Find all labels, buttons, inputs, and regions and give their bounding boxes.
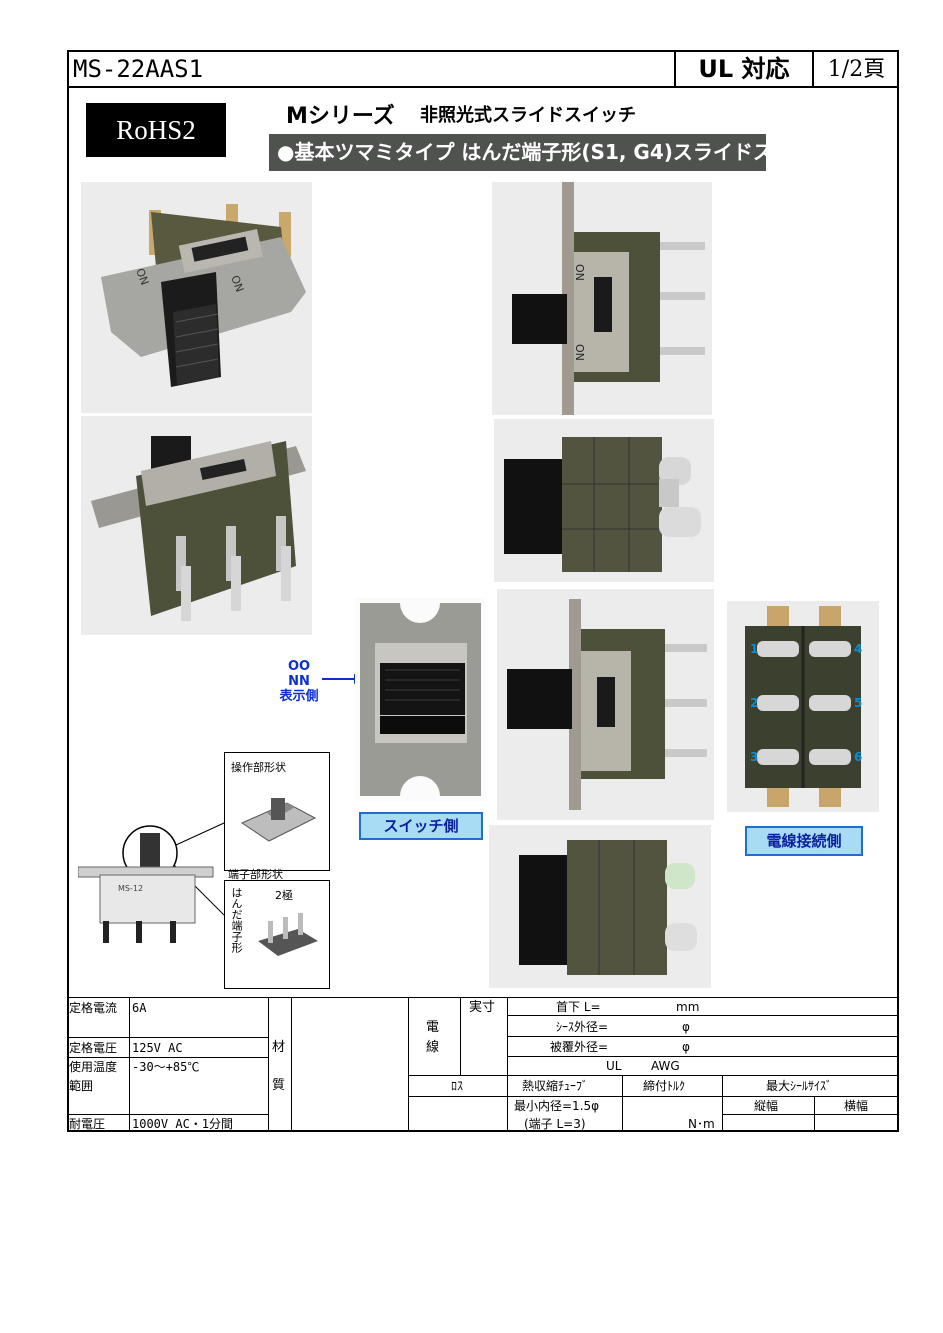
switch-drawing: MS-12: [78, 822, 225, 943]
knob-icon: [240, 798, 317, 842]
awg-label: AWG: [651, 1059, 680, 1073]
min-inner-diameter: 最小内径=1.5φ: [514, 1099, 600, 1113]
terminal-length: (端子 L=3): [524, 1117, 586, 1131]
table-top-border: [67, 997, 899, 998]
operation-shape-label: 操作部形状: [231, 761, 286, 774]
indicator-line-3: 表示側: [279, 689, 319, 704]
svg-text:ON: ON: [228, 274, 246, 294]
solder-terminal-label: はんだ端子形: [230, 887, 243, 953]
pole-count: 2極: [275, 889, 293, 902]
seal-height-label: 縦幅: [754, 1099, 779, 1113]
product-photo-terminal-side: [494, 419, 714, 582]
table-divider: [408, 997, 409, 1132]
table-divider: [722, 1075, 723, 1132]
indicator-line-2: NN: [288, 674, 310, 689]
on-mark: ON: [573, 344, 586, 361]
neck-length-label: 首下 L=: [556, 1000, 601, 1014]
indicator-line-1: OO: [287, 659, 311, 674]
temp-range-value: -30～+85℃: [132, 1060, 200, 1074]
terminal-shape-box: はんだ端子形 2極: [224, 880, 330, 989]
switch-side-label: スイッチ側: [359, 812, 483, 840]
product-photo-switch-side: [355, 598, 486, 801]
terminal-number: 4: [854, 642, 862, 656]
terminal-number: 5: [854, 696, 862, 710]
table-divider: [507, 997, 508, 1132]
rated-current-value: 6A: [132, 1001, 147, 1015]
material-label-2: 質: [272, 1078, 286, 1093]
heat-shrink-label: 熱収縮ﾁｭｰﾌﾞ: [522, 1079, 589, 1093]
document-frame: [67, 50, 899, 1132]
table-row-line: [722, 1114, 899, 1115]
type-banner: ●基本ツマミタイプ はんだ端子形(S1, G4)スライドスイッチ: [269, 134, 833, 171]
operation-shape-box: 操作部形状: [224, 752, 330, 871]
table-row-line: [67, 1037, 268, 1038]
rohs-badge: RoHS2: [86, 103, 226, 157]
terminal-number: 1: [750, 642, 758, 656]
torque-label: 締付ﾄﾙｸ: [643, 1079, 686, 1093]
neck-length-unit: mm: [676, 1000, 700, 1014]
model-number: MS-22AAS1: [73, 55, 204, 83]
wire-label-2: 線: [426, 1040, 440, 1055]
terminal-icon: [258, 913, 318, 956]
indicator-label: OO NN 表示側: [268, 659, 330, 704]
page-number: 1/2頁: [827, 57, 886, 82]
wire-label: 電: [426, 1020, 440, 1035]
material-label: 材: [272, 1040, 286, 1055]
temp-range-label-2: 範囲: [69, 1079, 94, 1093]
temp-range-label: 使用温度: [69, 1060, 118, 1074]
withstand-voltage-label: 耐電圧: [69, 1117, 106, 1131]
table-row-line: [507, 1015, 899, 1016]
table-row-line: [408, 1096, 899, 1097]
rated-voltage-value: 125V AC: [132, 1041, 183, 1055]
table-row-line: [408, 1075, 899, 1076]
withstand-voltage-value: 1000V AC・1分間: [132, 1117, 234, 1131]
table-divider: [622, 1075, 623, 1132]
table-row-line: [507, 1056, 899, 1057]
actual-size-label: 実寸: [469, 1000, 496, 1015]
series-name: Mシリーズ: [286, 104, 395, 129]
coating-od-phi: φ: [682, 1040, 690, 1054]
rated-current-label: 定格電流: [69, 1001, 118, 1015]
ul-compliance: UL 対応: [698, 55, 790, 83]
body-model-text: MS-12: [118, 884, 143, 893]
wire-side-label: 電線接続側: [745, 826, 863, 856]
header-divider: [674, 50, 676, 88]
terminal-number: 6: [854, 750, 862, 764]
terminal-shape-label: 端子部形状: [228, 868, 283, 881]
on-mark: ON: [573, 264, 586, 281]
table-row-line: [507, 1036, 899, 1037]
ul-label: UL: [606, 1059, 622, 1073]
torque-unit: N･m: [688, 1117, 715, 1131]
product-photo-wire-side: 1 4 2 5 3 6: [727, 601, 879, 812]
table-row-line: [67, 1057, 268, 1058]
product-photo-perspective-bottom: [81, 416, 312, 635]
product-photo-side-top: ON ON: [492, 182, 712, 415]
terminal-number: 2: [750, 696, 758, 710]
max-seal-size-label: 最大ｼｰﾙｻｲｽﾞ: [766, 1079, 833, 1093]
table-divider: [291, 997, 292, 1132]
coating-od-label: 被覆外径=: [550, 1040, 609, 1054]
header-bar: [67, 50, 899, 88]
table-row-line: [67, 1114, 268, 1115]
terminal-number: 3: [750, 750, 758, 764]
table-divider: [129, 997, 130, 1132]
seal-width-label: 横幅: [844, 1099, 869, 1113]
svg-text:ON: ON: [133, 267, 151, 287]
product-photo-side-middle: [497, 589, 714, 820]
series-description: 非照光式スライドスイッチ: [420, 105, 636, 126]
product-photo-perspective-top: ON ON: [81, 182, 312, 413]
sheath-od-label: ｼｰｽ外径=: [556, 1020, 609, 1034]
table-divider: [268, 997, 269, 1132]
rated-voltage-label: 定格電圧: [69, 1041, 118, 1055]
rosu-label: ﾛｽ: [451, 1079, 464, 1093]
table-divider: [460, 997, 461, 1075]
header-divider: [812, 50, 814, 88]
sheath-od-phi: φ: [682, 1020, 690, 1034]
product-photo-bottom-side: [489, 825, 711, 988]
